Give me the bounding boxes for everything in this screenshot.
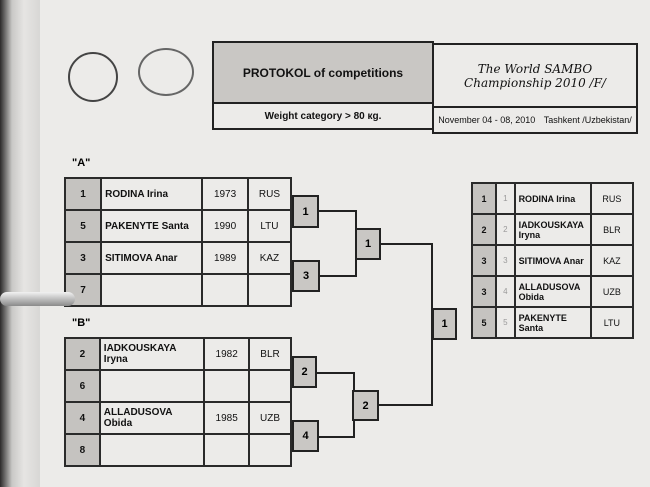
competitor-year [201,273,249,307]
result-seed: 2 [495,213,516,246]
group-b-label: "B" [72,317,91,329]
result-place: 2 [470,213,498,246]
competitor-row: 7 [63,273,293,307]
uzbekistan-logo [138,48,194,96]
result-country: RUS [589,182,635,215]
competitor-seed: 5 [63,209,103,243]
competitor-year [203,369,251,403]
result-country: BLR [589,213,635,246]
competitor-year: 1990 [201,209,249,243]
result-country: UZB [589,275,635,308]
result-country: KAZ [589,244,635,277]
competitor-year: 1989 [201,241,249,275]
competitor-name: SITIMOVA Anar [100,241,204,275]
result-place: 3 [470,244,498,277]
event-dates: November 04 - 08, 2010 [438,115,536,125]
bracket-a-round1-bottom: 3 [292,260,320,292]
competitor-name: RODINA Irina [100,177,204,211]
competitor-row: 8 [64,433,292,467]
competitor-seed: 1 [63,177,103,211]
competitor-country [248,433,292,467]
result-name: IADKOUSKAYA Iryna [513,213,592,246]
binder-ring [0,292,75,306]
bracket-a-winner: 1 [355,228,381,260]
result-seed: 4 [495,275,516,308]
competitor-row: 6 [64,369,292,403]
result-place: 1 [470,182,498,215]
competitor-name [98,369,206,403]
result-name: PAKENYTE Santa [513,306,592,339]
competitor-name: PAKENYTE Santa [100,209,204,243]
group-a-label: "A" [72,157,91,169]
competitor-country: RUS [246,177,293,211]
result-name: ALLADUSOVA Obida [513,275,592,308]
competitor-seed: 6 [64,369,101,403]
event-location: Tashkent /Uzbekistan/ [543,115,632,125]
result-country: LTU [589,306,635,339]
competitor-year: 1985 [203,401,251,435]
protokol-title: PROTOKOL of competitions [212,41,434,104]
result-seed: 3 [495,244,516,277]
competitor-name [98,433,206,467]
competitor-country: BLR [248,337,292,371]
championship-title: The World SAMBO Championship 2010 /F/ [432,43,638,108]
result-seed: 5 [495,306,516,339]
result-place: 5 [470,306,498,339]
competitor-year: 1973 [201,177,249,211]
date-location: November 04 - 08, 2010 Tashkent /Uzbekis… [432,106,638,134]
bracket-b-round1-top: 2 [292,356,317,388]
bracket-b-round1-bottom: 4 [292,420,319,452]
competitor-name [100,273,204,307]
result-name: SITIMOVA Anar [513,244,592,277]
competitor-year [203,433,251,467]
federation-logo [68,52,118,102]
result-name: RODINA Irina [513,182,592,215]
competitor-seed: 3 [63,241,103,275]
competitor-seed: 4 [64,401,101,435]
competitor-year: 1982 [203,337,251,371]
competitor-country [248,369,292,403]
result-place: 3 [470,275,498,308]
weight-category: Weight category > 80 кg. [212,102,434,130]
competitor-seed: 7 [63,273,103,307]
binder-edge [0,0,40,487]
competitor-seed: 2 [64,337,101,371]
bracket-final-winner: 1 [432,308,457,340]
bracket-b-winner: 2 [352,390,379,421]
competitor-country: UZB [248,401,292,435]
competitor-seed: 8 [64,433,101,467]
competitor-country [246,273,293,307]
competitor-country: LTU [246,209,293,243]
result-seed: 1 [495,182,516,215]
bracket-a-round1-top: 1 [292,195,319,228]
competitor-name: ALLADUSOVA Obida [98,401,206,435]
competitor-name: IADKOUSKAYA Iryna [98,337,206,371]
competitor-country: KAZ [246,241,293,275]
